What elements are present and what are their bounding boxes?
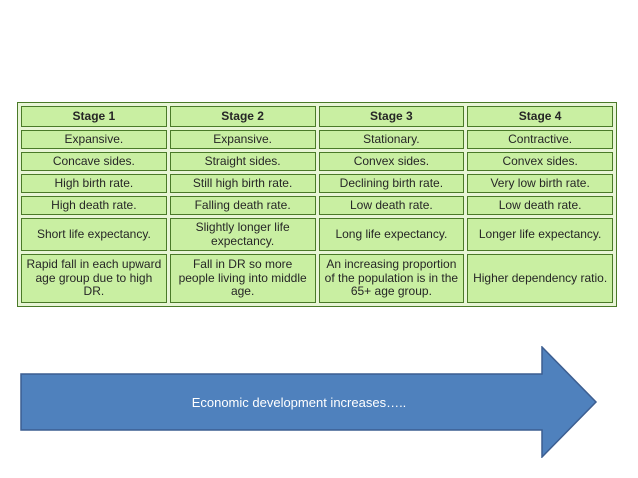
table-cell: High death rate. [21,196,167,215]
arrow-label: Economic development increases….. [191,394,407,410]
table-cell: Higher dependency ratio. [467,254,613,303]
table-cell: Contractive. [467,130,613,149]
table-cell: Low death rate. [318,196,465,215]
table-cell: Fall in DR so more people living into mi… [169,254,316,303]
table-cell: Falling death rate. [169,196,316,215]
table-header-stage-1: Stage 1 [21,106,167,127]
table-cell: Short life expectancy. [21,218,167,251]
table-cell: Stationary. [318,130,465,149]
table-cell: Rapid fall in each upward age group due … [21,254,167,303]
table-cell: Straight sides. [169,152,316,171]
economic-development-arrow: Economic development increases….. [20,346,598,458]
table-cell: Convex sides. [318,152,465,171]
table-cell: Still high birth rate. [169,174,316,193]
table-header-stage-3: Stage 3 [318,106,465,127]
table-cell: Expansive. [21,130,167,149]
table-header-stage-4: Stage 4 [467,106,613,127]
table-header-stage-2: Stage 2 [169,106,316,127]
table-cell: Slightly longer life expectancy. [169,218,316,251]
table-row-age-structure: Rapid fall in each upward age group due … [21,254,613,303]
table-row-birth-rate: High birth rate. Still high birth rate. … [21,174,613,193]
table-cell: Long life expectancy. [318,218,465,251]
table-cell: Longer life expectancy. [467,218,613,251]
table-row-death-rate: High death rate. Falling death rate. Low… [21,196,613,215]
table-header-row: Stage 1 Stage 2 Stage 3 Stage 4 [21,106,613,127]
table-cell: High birth rate. [21,174,167,193]
table-cell: Concave sides. [21,152,167,171]
right-arrow-shape [20,346,598,458]
table-cell: Very low birth rate. [467,174,613,193]
table-row-life-expectancy: Short life expectancy. Slightly longer l… [21,218,613,251]
demographic-transition-table: Stage 1 Stage 2 Stage 3 Stage 4 Expansiv… [17,102,617,307]
table-cell: Expansive. [169,130,316,149]
table-cell: Low death rate. [467,196,613,215]
table-row-sides: Concave sides. Straight sides. Convex si… [21,152,613,171]
table-cell: An increasing proportion of the populati… [318,254,465,303]
table-row-shape: Expansive. Expansive. Stationary. Contra… [21,130,613,149]
table-cell: Declining birth rate. [318,174,465,193]
table-cell: Convex sides. [467,152,613,171]
